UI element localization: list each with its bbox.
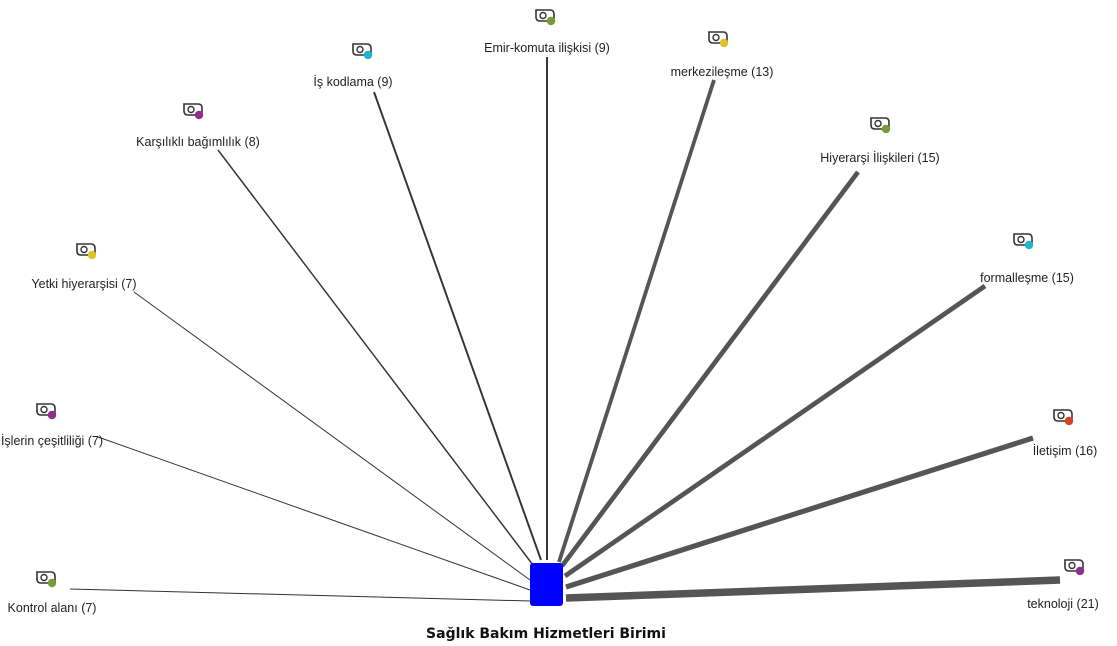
edge-hiyerarsi-iliskileri xyxy=(560,170,860,568)
code-icon xyxy=(870,117,891,134)
category-dot xyxy=(1064,416,1074,426)
node-label: Hiyerarşi İlişkileri (15) xyxy=(820,151,939,165)
code-icon xyxy=(352,43,373,60)
code-icon xyxy=(36,571,57,588)
category-dot xyxy=(47,410,57,420)
edge-karsilikli-bagimlilik xyxy=(217,149,534,566)
node-label: Karşılıklı bağımlılık (8) xyxy=(136,135,260,149)
node-merkezilesme[interactable]: merkezileşme (13) xyxy=(671,31,774,79)
code-icon xyxy=(1013,233,1034,250)
category-dot xyxy=(1075,566,1085,576)
category-dot xyxy=(719,38,729,48)
code-icon xyxy=(76,243,97,260)
node-label: formalleşme (15) xyxy=(980,271,1074,285)
center-node[interactable] xyxy=(530,563,563,606)
edge-is-kodlama xyxy=(373,91,542,561)
edge-formallesme xyxy=(563,284,987,578)
node-label: Kontrol alanı (7) xyxy=(8,601,97,615)
edge-merkezilesme xyxy=(557,79,716,563)
node-formallesme[interactable]: formalleşme (15) xyxy=(980,233,1074,285)
edge-teknoloji xyxy=(565,576,1061,602)
code-icon xyxy=(36,403,57,420)
node-karsilikli-bagimlilik[interactable]: Karşılıklı bağımlılık (8) xyxy=(136,103,260,149)
edge-yetki-hiyerarsisi xyxy=(133,291,531,581)
category-dot xyxy=(87,250,97,260)
node-hiyerarsi-iliskileri[interactable]: Hiyerarşi İlişkileri (15) xyxy=(820,117,940,165)
node-label: teknoloji (21) xyxy=(1027,597,1099,611)
category-dot xyxy=(1024,240,1034,250)
node-iletisim[interactable]: İletişim (16) xyxy=(1033,409,1098,458)
node-yetki-hiyerarsisi[interactable]: Yetki hiyerarşisi (7) xyxy=(31,243,137,291)
edges-layer xyxy=(69,57,1061,602)
node-label: İş kodlama (9) xyxy=(313,75,392,89)
node-label: İletişim (16) xyxy=(1033,444,1098,458)
node-islerin-cesitliligi[interactable]: İşlerin çeşitliliği (7) xyxy=(1,403,103,448)
code-icon xyxy=(1053,409,1074,426)
node-kontrol-alani[interactable]: Kontrol alanı (7) xyxy=(8,571,97,615)
category-dot xyxy=(47,578,57,588)
edge-iletisim xyxy=(565,435,1034,590)
edge-kontrol-alani xyxy=(69,588,531,602)
node-is-kodlama[interactable]: İş kodlama (9) xyxy=(313,43,393,89)
node-emir-komuta[interactable]: Emir-komuta ilişkisi (9) xyxy=(484,9,610,55)
category-dot xyxy=(546,16,556,26)
node-label: merkezileşme (13) xyxy=(671,65,774,79)
node-label: Yetki hiyerarşisi (7) xyxy=(31,277,136,291)
code-icon xyxy=(535,9,556,26)
nodes-layer: Kontrol alanı (7) İşlerin çeşitliliği (7)… xyxy=(1,9,1099,615)
node-label: İşlerin çeşitliliği (7) xyxy=(1,434,103,448)
node-teknoloji[interactable]: teknoloji (21) xyxy=(1027,559,1099,611)
code-icon xyxy=(183,103,204,120)
code-icon xyxy=(1064,559,1085,576)
center-node-label: Sağlık Bakım Hizmetleri Birimi xyxy=(426,626,666,642)
edge-islerin-cesitliligi xyxy=(97,436,531,591)
category-dot xyxy=(194,110,204,120)
code-icon xyxy=(708,31,729,48)
category-dot xyxy=(363,50,373,60)
node-label: Emir-komuta ilişkisi (9) xyxy=(484,41,610,55)
category-dot xyxy=(881,124,891,134)
